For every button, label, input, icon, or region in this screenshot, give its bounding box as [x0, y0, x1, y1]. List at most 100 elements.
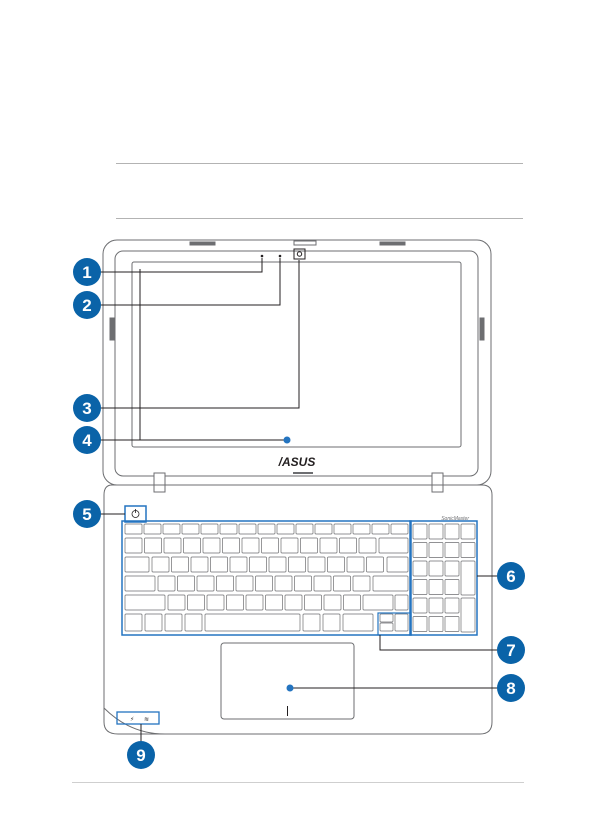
- keyboard-key[interactable]: [413, 543, 427, 558]
- keyboard-key[interactable]: [413, 561, 427, 576]
- keyboard-key[interactable]: [295, 576, 312, 591]
- keyboard-key[interactable]: [308, 557, 325, 572]
- keyboard-key[interactable]: [363, 595, 393, 610]
- keyboard-key[interactable]: [178, 576, 195, 591]
- keyboard-key[interactable]: [197, 576, 214, 591]
- keyboard-key[interactable]: [315, 524, 332, 534]
- keyboard-key[interactable]: [125, 557, 149, 572]
- keyboard-key[interactable]: [269, 557, 286, 572]
- keyboard-key[interactable]: [185, 614, 202, 631]
- keyboard-key[interactable]: [296, 524, 313, 534]
- keyboard-key[interactable]: [277, 524, 294, 534]
- keyboard-key[interactable]: [373, 576, 408, 591]
- keyboard-key[interactable]: [145, 538, 162, 553]
- keyboard-key[interactable]: [242, 538, 259, 553]
- keyboard-key[interactable]: [227, 595, 244, 610]
- keyboard-key[interactable]: [246, 595, 263, 610]
- keyboard-key[interactable]: [168, 595, 185, 610]
- keyboard-key[interactable]: [429, 580, 443, 595]
- keyboard-key[interactable]: [301, 538, 318, 553]
- keyboard-key[interactable]: [379, 538, 408, 553]
- keyboard-key[interactable]: [211, 557, 228, 572]
- keyboard-key[interactable]: [164, 538, 181, 553]
- keyboard-key[interactable]: [182, 524, 199, 534]
- keyboard-key[interactable]: [445, 617, 459, 632]
- keyboard-key[interactable]: [445, 543, 459, 558]
- keyboard-key[interactable]: [303, 614, 320, 631]
- keyboard-key[interactable]: [380, 614, 393, 622]
- keyboard-key[interactable]: [429, 543, 443, 558]
- keyboard-key[interactable]: [285, 595, 302, 610]
- keyboard-key[interactable]: [266, 595, 283, 610]
- keyboard-key[interactable]: [461, 598, 475, 632]
- keyboard-key[interactable]: [188, 595, 205, 610]
- keyboard-key[interactable]: [305, 595, 322, 610]
- keyboard-key[interactable]: [380, 623, 393, 631]
- keyboard-key[interactable]: [125, 595, 165, 610]
- keyboard-key[interactable]: [281, 538, 298, 553]
- keyboard-key[interactable]: [289, 557, 306, 572]
- keyboard-key[interactable]: [323, 614, 340, 631]
- keyboard-key[interactable]: [223, 538, 240, 553]
- keyboard-key[interactable]: [191, 557, 208, 572]
- keyboard-key[interactable]: [413, 598, 427, 613]
- keyboard-key[interactable]: [125, 524, 142, 534]
- keyboard-key[interactable]: [256, 576, 273, 591]
- keyboard-key[interactable]: [343, 614, 373, 631]
- keyboard-key[interactable]: [429, 617, 443, 632]
- keyboard-key[interactable]: [367, 557, 384, 572]
- keyboard-key[interactable]: [250, 557, 267, 572]
- keyboard-key[interactable]: [239, 524, 256, 534]
- keyboard-key[interactable]: [320, 538, 337, 553]
- keyboard-key[interactable]: [445, 580, 459, 595]
- keyboard-key[interactable]: [125, 614, 142, 631]
- keyboard-key[interactable]: [445, 524, 459, 539]
- keyboard-key[interactable]: [445, 598, 459, 613]
- keyboard-key[interactable]: [359, 538, 376, 553]
- keyboard-key[interactable]: [144, 524, 161, 534]
- keyboard-key[interactable]: [275, 576, 292, 591]
- keyboard-key[interactable]: [207, 595, 224, 610]
- keyboard-key[interactable]: [258, 524, 275, 534]
- keyboard-key[interactable]: [334, 576, 351, 591]
- touchpad[interactable]: [221, 643, 354, 719]
- keyboard-key[interactable]: [387, 557, 408, 572]
- keyboard-key[interactable]: [391, 524, 408, 534]
- keyboard-key[interactable]: [201, 524, 218, 534]
- keyboard-key[interactable]: [125, 538, 142, 553]
- keyboard-key[interactable]: [413, 617, 427, 632]
- keyboard-key[interactable]: [220, 524, 237, 534]
- keyboard-key[interactable]: [163, 524, 180, 534]
- power-button[interactable]: [125, 506, 146, 522]
- keyboard-key[interactable]: [262, 538, 279, 553]
- keyboard-key[interactable]: [353, 524, 370, 534]
- keyboard-key[interactable]: [340, 538, 357, 553]
- keyboard-key[interactable]: [461, 561, 475, 595]
- keyboard-key[interactable]: [158, 576, 175, 591]
- keyboard-key[interactable]: [145, 614, 162, 631]
- keyboard-key[interactable]: [461, 524, 475, 539]
- keyboard-key[interactable]: [205, 614, 300, 631]
- keyboard-key[interactable]: [395, 595, 408, 610]
- keyboard-key[interactable]: [334, 524, 351, 534]
- keyboard-key[interactable]: [353, 576, 370, 591]
- keyboard-key[interactable]: [203, 538, 220, 553]
- keyboard-key[interactable]: [395, 614, 408, 631]
- keyboard-key[interactable]: [236, 576, 253, 591]
- keyboard-key[interactable]: [372, 524, 389, 534]
- keyboard-key[interactable]: [172, 557, 189, 572]
- keyboard-key[interactable]: [347, 557, 364, 572]
- keyboard-key[interactable]: [230, 557, 247, 572]
- keyboard-key[interactable]: [429, 598, 443, 613]
- keyboard-key[interactable]: [217, 576, 234, 591]
- keyboard-key[interactable]: [413, 580, 427, 595]
- keyboard-key[interactable]: [461, 543, 475, 558]
- keyboard-key[interactable]: [429, 561, 443, 576]
- keyboard-key[interactable]: [125, 576, 155, 591]
- keyboard-key[interactable]: [324, 595, 341, 610]
- keyboard-key[interactable]: [314, 576, 331, 591]
- keyboard-key[interactable]: [429, 524, 443, 539]
- keyboard-key[interactable]: [328, 557, 345, 572]
- keyboard-key[interactable]: [165, 614, 182, 631]
- keyboard-key[interactable]: [184, 538, 201, 553]
